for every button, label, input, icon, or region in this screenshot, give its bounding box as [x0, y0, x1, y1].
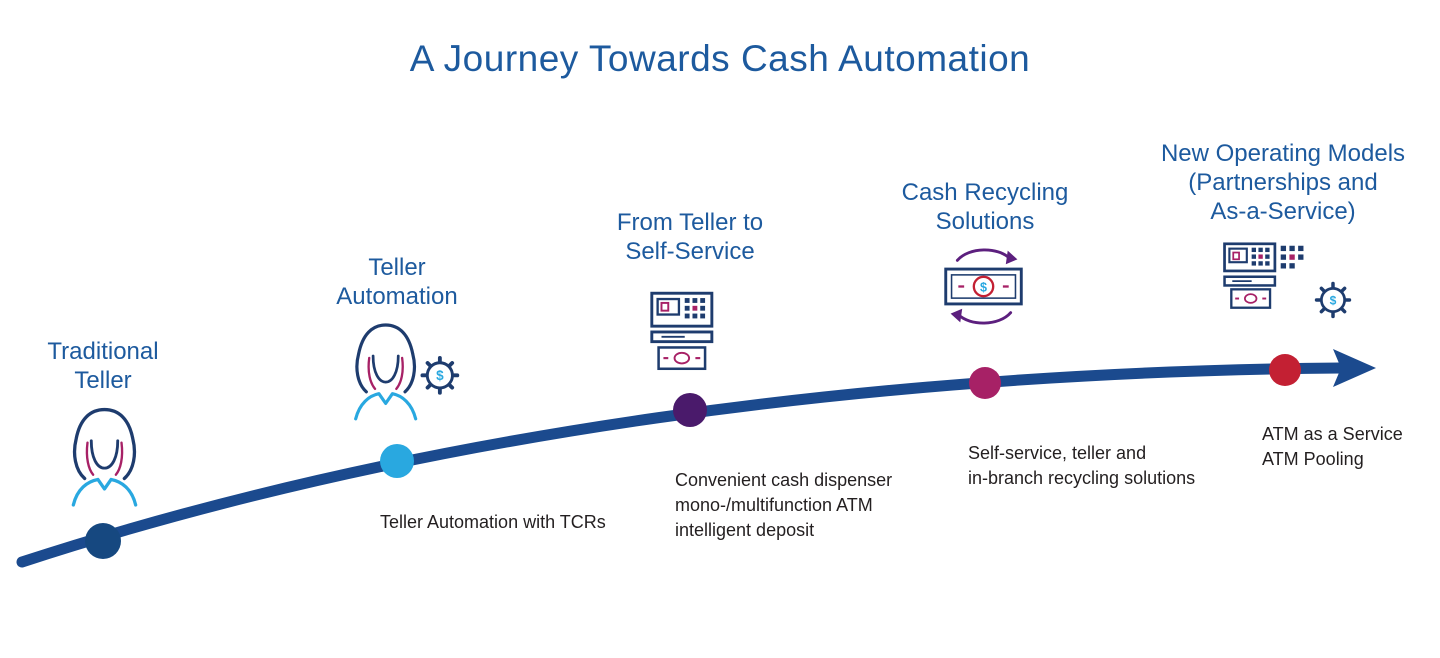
- atm-icon: [646, 287, 738, 380]
- label-line: New Operating Models: [1160, 140, 1406, 167]
- label-line: Self-Service: [625, 238, 755, 265]
- label-line: Automation: [336, 283, 458, 310]
- milestone-dot: [1269, 354, 1301, 386]
- label-line: Teller: [368, 254, 426, 281]
- label-line: Cash Recycling: [901, 179, 1069, 206]
- milestone-label-cash-recycling-solutions: Cash Recycling Solutions: [865, 178, 1105, 236]
- milestone-caption-new-operating-models: ATM as a Service ATM Pooling: [1262, 422, 1403, 472]
- milestone-dot: [380, 444, 414, 478]
- caption-line: Self-service, teller and: [968, 443, 1147, 463]
- journey-curve-path: [16, 362, 1347, 568]
- arrowhead-icon: [1333, 349, 1376, 387]
- atm-gear-icon: $: [1216, 238, 1358, 335]
- caption-line: ATM Pooling: [1262, 449, 1364, 469]
- milestone-label-traditional-teller: Traditional Teller: [13, 337, 193, 395]
- caption-line: ATM as a Service: [1262, 424, 1403, 444]
- milestone-label-from-teller-to-self-service: From Teller to Self-Service: [570, 208, 810, 266]
- svg-text:$: $: [1330, 293, 1337, 307]
- caption-line: mono-/multifunction ATM: [675, 495, 873, 515]
- milestone-dot: [969, 367, 1001, 399]
- milestone-caption-cash-recycling-solutions: Self-service, teller and in-branch recyc…: [968, 441, 1195, 491]
- cash-recycling-icon: $: [938, 238, 1030, 340]
- diagram-title: A Journey Towards Cash Automation: [409, 38, 1031, 79]
- label-line: From Teller to: [616, 209, 764, 236]
- milestone-label-new-operating-models: New Operating Models (Partnerships and A…: [1123, 139, 1440, 226]
- svg-text:$: $: [436, 368, 444, 383]
- label-line: (Partnerships and: [1188, 169, 1378, 196]
- caption-line: intelligent deposit: [675, 520, 815, 540]
- label-line: As-a-Service): [1210, 198, 1356, 225]
- svg-text:$: $: [980, 280, 987, 294]
- milestone-label-teller-automation: Teller Automation: [297, 253, 497, 311]
- caption-line: Teller Automation with TCRs: [380, 512, 606, 532]
- label-line: Teller: [74, 367, 132, 394]
- label-line: Traditional: [47, 338, 159, 365]
- teller-icon: [62, 396, 147, 516]
- milestone-dot: [85, 523, 121, 559]
- caption-line: Convenient cash dispenser: [675, 470, 893, 490]
- caption-line: in-branch recycling solutions: [968, 468, 1196, 488]
- milestone-dot: [673, 393, 707, 427]
- milestone-caption-teller-automation: Teller Automation with TCRs: [380, 510, 606, 535]
- teller-gear-icon: $: [346, 314, 466, 431]
- milestone-caption-from-teller-to-self-service: Convenient cash dispenser mono-/multifun…: [675, 468, 892, 543]
- label-line: Solutions: [935, 208, 1035, 235]
